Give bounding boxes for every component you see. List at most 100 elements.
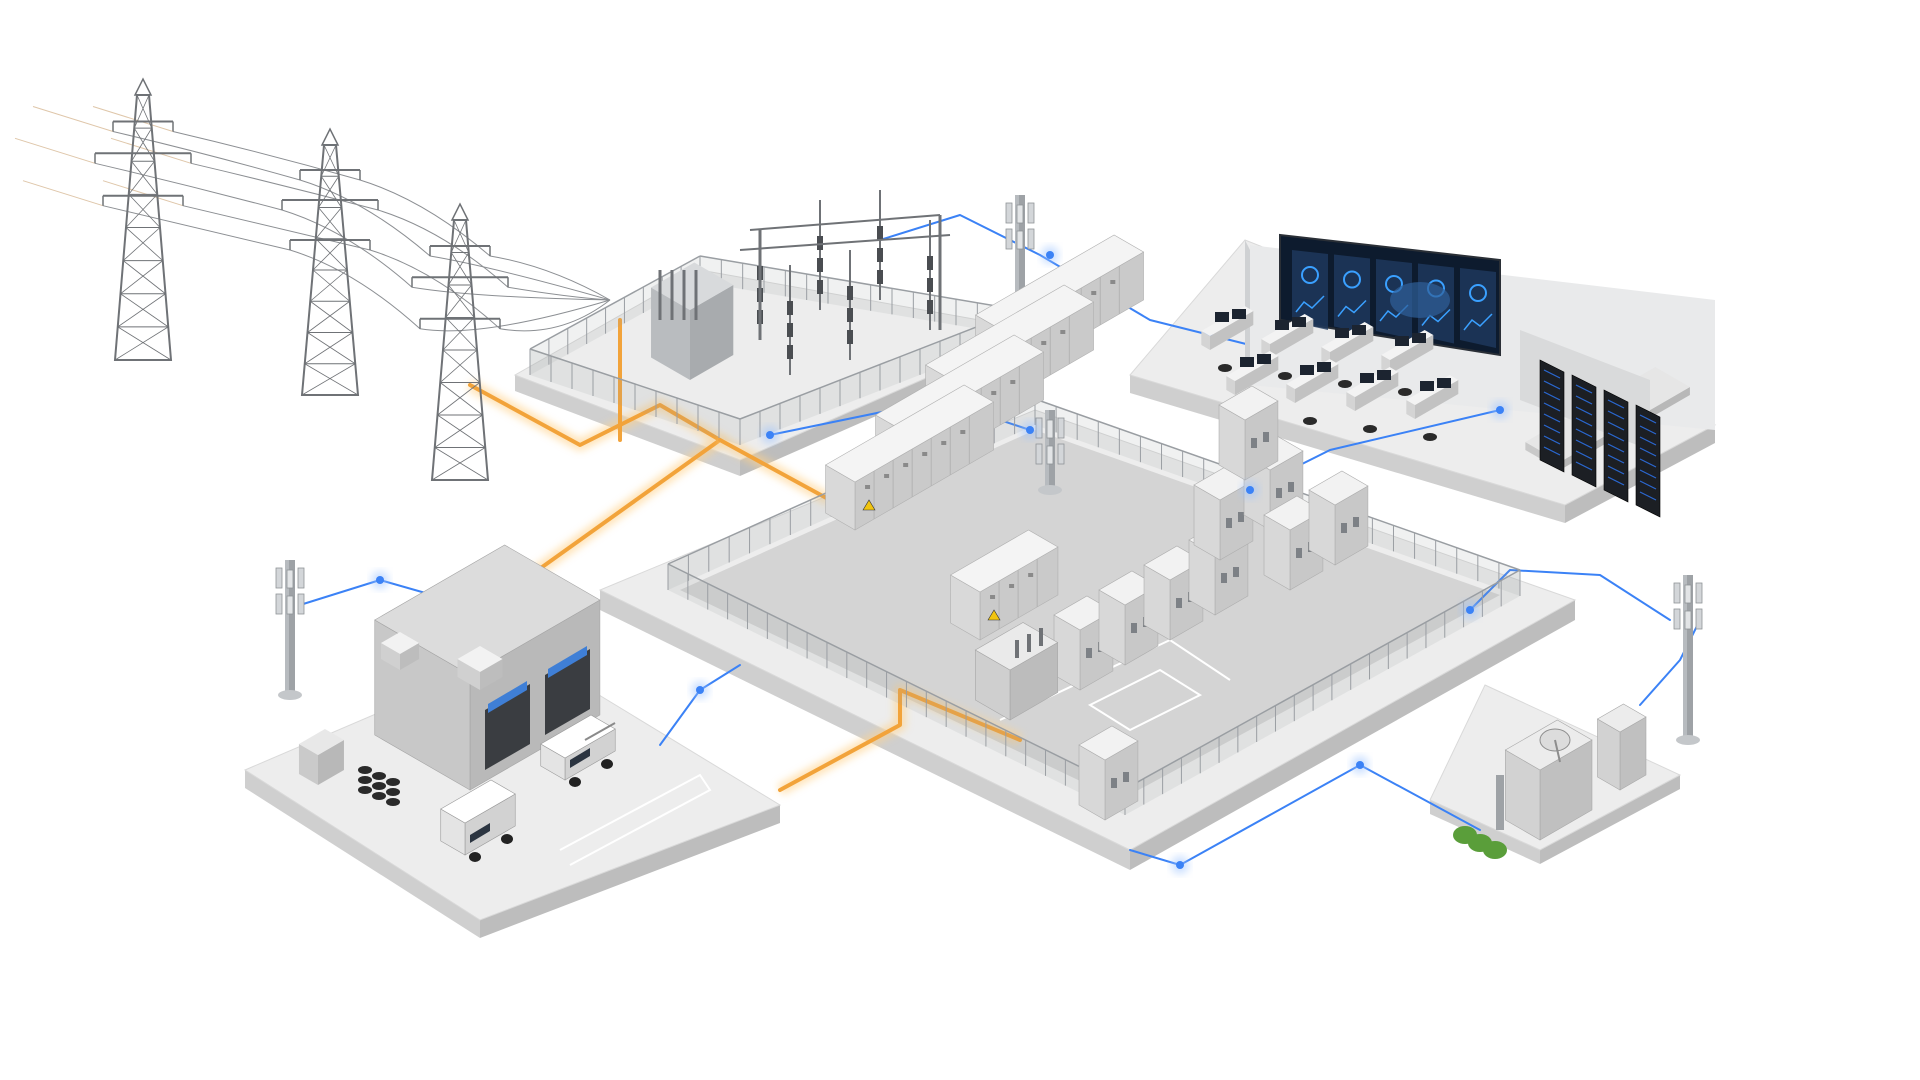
video-wall-panel	[1334, 254, 1370, 335]
yard-transformer-bushing	[1027, 634, 1031, 652]
transmission-wires	[14, 106, 611, 332]
tire-stack	[386, 778, 400, 786]
power-cable-to-yard	[717, 434, 833, 506]
dashboard-gauge	[1301, 266, 1319, 284]
battery-container-row-4-handle	[941, 441, 947, 445]
depot-generator-right-face	[318, 740, 344, 785]
pcs-cabinet-3	[1143, 545, 1204, 641]
light-pole-yard	[1035, 410, 1065, 495]
transmission-tower-2	[281, 127, 379, 396]
transmission-wire-incoming	[102, 180, 184, 207]
transmission-tower-2-brace	[312, 269, 351, 302]
substation-fence-rail	[699, 255, 1021, 311]
cell-tower-telecom-antenna	[1695, 608, 1703, 630]
server-led	[1575, 439, 1593, 449]
data-cable-substation-to-control	[879, 214, 1251, 346]
service-pickup-truck-wheel	[601, 759, 613, 769]
desk-monitor	[1352, 325, 1366, 335]
tire-stack	[358, 786, 372, 794]
desk-monitor	[1232, 309, 1246, 319]
tire-stack	[372, 772, 386, 780]
cell-tower-substation-mast	[1015, 195, 1025, 325]
operator-desk-right-face	[1270, 319, 1314, 358]
cell-tower-telecom-antenna	[1673, 608, 1681, 630]
server-led	[1543, 413, 1561, 423]
transmission-wire	[102, 205, 611, 332]
insulator-stack	[817, 258, 823, 272]
cell-tower-telecom-mast-highlight	[1683, 575, 1687, 740]
data-cable-depot-to-yard	[659, 664, 741, 746]
server-led	[1607, 443, 1625, 453]
transmission-tower-1-brace	[133, 127, 155, 162]
operator-chair	[1338, 380, 1352, 388]
transmission-tower-3-brace	[437, 382, 480, 416]
desk-monitor	[1317, 362, 1331, 372]
battery-container-row-4	[824, 384, 995, 531]
cell-tower-substation-antenna	[1005, 228, 1013, 250]
data-cable-yard-to-right-tower	[1469, 569, 1671, 621]
transmission-wire	[172, 131, 611, 301]
server-led	[1543, 402, 1561, 412]
depot-platform-front-edge	[480, 805, 780, 938]
transmission-tower-2-brace	[315, 238, 348, 271]
insulator-stack	[847, 308, 853, 322]
transmission-tower-3	[411, 202, 509, 481]
transmission-tower-3-peak	[450, 202, 470, 221]
battery-container-row-4-warning-label	[862, 499, 876, 511]
data-cable-substation-to-control-line	[879, 214, 1251, 346]
data-cable-yard-to-right-tower-line	[1469, 569, 1671, 621]
transmission-tower-3-brace	[442, 317, 475, 351]
desk-monitor	[1412, 333, 1426, 343]
pcs-cabinet-4-vent	[1233, 567, 1239, 577]
desk-monitor	[1335, 328, 1349, 338]
battery-container-row-2-top-face	[924, 284, 1095, 383]
server-led	[1607, 465, 1625, 475]
rooftop-hvac-unit-top-face	[457, 646, 503, 672]
pcs-cabinet-6-vent	[1288, 482, 1294, 492]
transmission-tower-1-brace	[125, 194, 158, 228]
insulator-stack	[877, 270, 883, 284]
dashboard-trend-line	[1421, 308, 1451, 326]
service-pickup-truck-windshield	[570, 748, 590, 768]
transmission-tower-2-brace	[309, 269, 348, 302]
transmission-tower-2-brace	[320, 144, 337, 177]
tire-stack	[386, 798, 400, 806]
transmission-tower-2-brace	[307, 300, 350, 333]
server-led	[1607, 421, 1625, 431]
transmission-tower-2-brace	[301, 363, 356, 396]
tire-stack	[386, 788, 400, 796]
yard-transformer-bushing	[1039, 628, 1043, 646]
transmission-tower-3-brace	[445, 317, 478, 351]
server-led	[1575, 461, 1593, 471]
battery-container-row-2-handle	[1060, 330, 1066, 334]
insulator-stack	[877, 248, 883, 262]
operator-desk-right-face	[1390, 335, 1434, 374]
pcs-cabinet-9-top-face	[1218, 385, 1279, 421]
rooftop-hvac-unit-left-face	[457, 659, 480, 690]
dashboard-gauge	[1469, 284, 1487, 302]
network-node	[1496, 406, 1504, 414]
battery-container-row-3-handle	[1010, 380, 1016, 384]
transmission-tower-2-brace	[310, 300, 353, 333]
transmission-tower-1-peak	[133, 77, 153, 96]
operator-chair	[1303, 417, 1317, 425]
cell-tower-substation-antenna	[1016, 230, 1024, 250]
cell-tower-depot-antenna	[297, 593, 305, 615]
transmission-tower-2-brace	[320, 176, 342, 208]
yard-parking-box	[1087, 668, 1203, 732]
transmission-tower-1-brace	[123, 260, 166, 295]
battery-yard-fence	[667, 398, 1521, 815]
service-pickup-truck-wheel	[569, 777, 581, 787]
power-cable-yard-to-depot	[777, 684, 1023, 796]
desk-monitor	[1257, 354, 1271, 364]
insulator-stack	[927, 278, 933, 292]
desk-monitor	[1395, 336, 1409, 346]
data-cable-yard-to-telecom	[1129, 764, 1481, 866]
transmission-tower-1-brace	[131, 161, 158, 195]
operator-chair	[1363, 425, 1377, 433]
service-van-wheel	[501, 834, 513, 844]
transmission-tower-2-brace	[323, 144, 340, 177]
transmission-tower-1-brace	[120, 293, 169, 328]
pcs-cabinet-3-vent	[1176, 598, 1182, 608]
server-led	[1543, 380, 1561, 390]
